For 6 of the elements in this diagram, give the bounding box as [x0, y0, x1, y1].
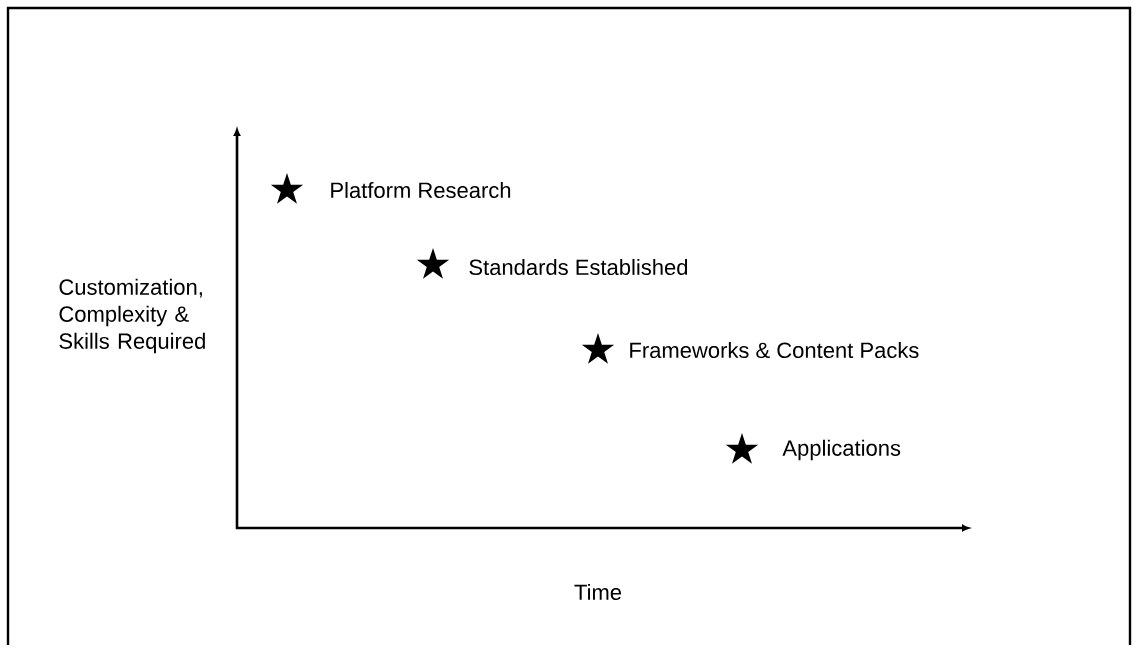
milestone-label: Platform Research: [331, 181, 511, 199]
milestone-label: Frameworks & Content Packs: [630, 341, 919, 359]
milestone-label: Applications: [782, 439, 901, 461]
axis-label: Time: [574, 583, 622, 601]
milestone-label: Standards Established: [469, 258, 688, 276]
axis-label: Customization, Complexity & Skills Required: [59, 278, 205, 354]
